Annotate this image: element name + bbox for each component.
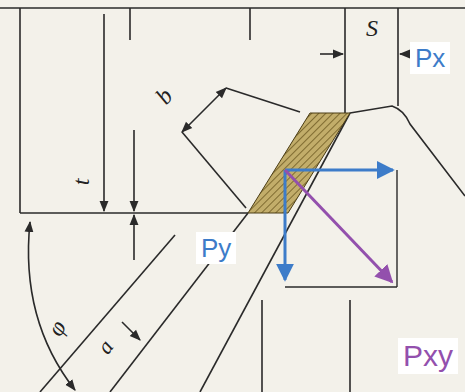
dimension-label: b xyxy=(151,84,177,109)
angle-arc xyxy=(28,222,75,390)
workpiece-edge xyxy=(20,212,248,214)
dimension-line xyxy=(103,14,105,211)
dimension-label: a xyxy=(93,336,117,358)
workpiece-edge xyxy=(0,7,465,9)
dimension-line xyxy=(182,88,226,132)
tool-shank xyxy=(349,300,351,392)
dimension-line xyxy=(133,215,135,260)
chip-section xyxy=(248,113,350,213)
dimension-label: t xyxy=(69,179,93,186)
force-label: Py xyxy=(196,232,236,264)
drawing-lines xyxy=(0,8,465,392)
tool-edge xyxy=(110,213,248,392)
extension-line xyxy=(397,8,399,106)
dimension-line xyxy=(122,322,140,340)
tool-shank xyxy=(261,300,263,392)
construction-line xyxy=(285,286,397,287)
force-arrow xyxy=(285,170,392,282)
angle-label: φ xyxy=(43,316,70,340)
force-arrow xyxy=(285,169,393,172)
extension-line xyxy=(344,8,346,113)
force-label: Px xyxy=(410,42,450,74)
tick-line xyxy=(129,8,131,40)
tool-nose xyxy=(350,106,465,196)
dimension-label: S xyxy=(366,16,378,40)
dimension-line xyxy=(133,130,135,211)
tick-line xyxy=(249,8,251,40)
extension-line xyxy=(182,132,246,208)
force-arrow xyxy=(284,170,287,280)
workpiece-edge xyxy=(19,8,21,213)
dimension-line xyxy=(320,53,343,55)
extension-line xyxy=(226,88,300,112)
construction-line xyxy=(396,170,397,287)
force-label: Pxy xyxy=(398,338,458,374)
force-parallelogram xyxy=(285,170,397,287)
